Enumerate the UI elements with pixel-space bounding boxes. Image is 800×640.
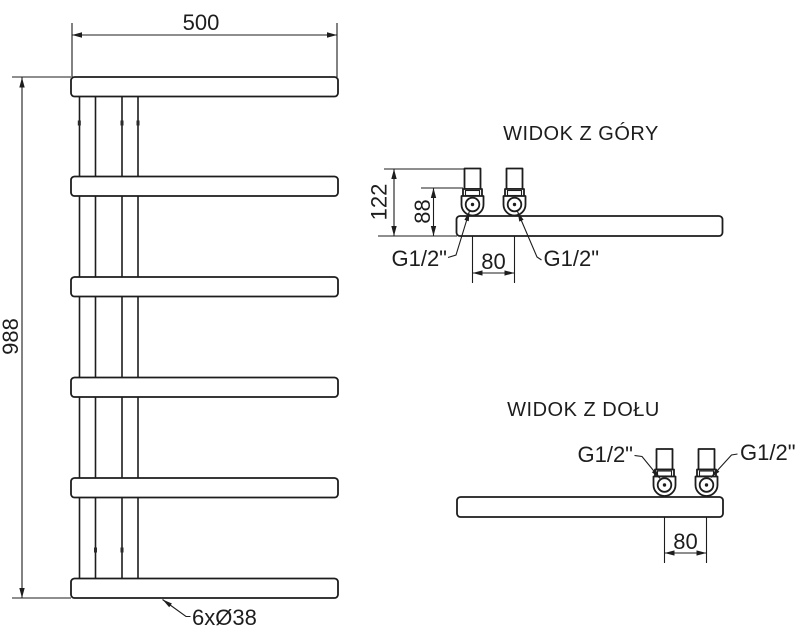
dim-arrow bbox=[430, 188, 437, 198]
tube-spec-callout: 6xØ38 bbox=[162, 599, 257, 630]
weld-tick bbox=[120, 547, 124, 553]
leader-line bbox=[710, 453, 738, 478]
dim-arrow bbox=[696, 550, 707, 556]
thread-label-left: G1/2" bbox=[391, 246, 447, 271]
towel-bar-5 bbox=[70, 477, 339, 499]
towel-bar-1 bbox=[70, 76, 339, 98]
spacing-dim-label: 80 bbox=[673, 529, 697, 554]
top-view: WIDOK Z GÓRY bbox=[367, 122, 724, 283]
towel-bar-4 bbox=[70, 376, 339, 398]
front-view: 500 988 6xØ38 bbox=[0, 10, 339, 630]
leader-line bbox=[516, 211, 542, 261]
leader-arrow bbox=[464, 211, 470, 222]
valve-connection bbox=[502, 167, 527, 217]
towel-bar-6 bbox=[70, 577, 339, 599]
dim-arrow bbox=[430, 226, 437, 236]
thread-callout-right: G1/2" bbox=[710, 440, 796, 478]
pipe-depth-dim-label: 88 bbox=[410, 199, 435, 223]
weld-tick bbox=[136, 120, 140, 126]
top-view-title: WIDOK Z GÓRY bbox=[503, 122, 659, 145]
thread-label-right: G1/2" bbox=[740, 440, 796, 465]
dim-arrow bbox=[664, 550, 675, 556]
valve-stem bbox=[697, 448, 716, 471]
dim-arrow bbox=[327, 32, 337, 38]
height-dim-label: 988 bbox=[0, 318, 23, 355]
valve-port-center bbox=[470, 202, 475, 207]
depth-dimension: 122 bbox=[367, 168, 465, 237]
depth-dim-label: 122 bbox=[367, 184, 392, 221]
thread-label-left: G1/2" bbox=[577, 442, 633, 467]
tube-spec-label: 6xØ38 bbox=[192, 605, 257, 630]
dim-arrow bbox=[391, 226, 397, 236]
weld-tick bbox=[120, 120, 124, 126]
thread-callout-right: G1/2" bbox=[516, 211, 600, 271]
valve-port-center bbox=[662, 483, 667, 487]
thread-callout-left: G1/2" bbox=[577, 442, 661, 479]
valve-connection bbox=[652, 448, 677, 497]
weld-tick bbox=[77, 120, 81, 126]
bottom-view-bar bbox=[456, 496, 724, 518]
bottom-view: WIDOK Z DOŁU 80 bbox=[456, 399, 796, 563]
dim-arrow bbox=[72, 32, 82, 38]
pipe-depth-dimension: 88 bbox=[410, 187, 463, 236]
leader-arrow bbox=[517, 211, 524, 222]
valve-stem bbox=[505, 167, 524, 190]
valve-connection bbox=[460, 167, 485, 217]
dim-arrow bbox=[19, 77, 25, 88]
top-view-bar bbox=[455, 215, 724, 237]
bottom-view-title: WIDOK Z DOŁU bbox=[507, 399, 660, 421]
valve-connection bbox=[694, 448, 719, 497]
spacing-dimension: 80 bbox=[472, 249, 515, 276]
dim-arrow bbox=[391, 169, 397, 179]
valve-port-center bbox=[512, 202, 517, 207]
thread-callout-left: G1/2" bbox=[391, 210, 471, 271]
dim-arrow bbox=[504, 270, 515, 276]
weld-tick bbox=[94, 547, 97, 553]
valve-stem bbox=[655, 448, 674, 471]
height-dimension: 988 bbox=[0, 76, 71, 599]
leader-arrow bbox=[162, 599, 172, 608]
width-dim-label: 500 bbox=[183, 10, 220, 35]
valve-stem bbox=[463, 167, 482, 190]
leader-line bbox=[447, 210, 471, 259]
leader-arrow bbox=[711, 468, 720, 478]
dim-arrow bbox=[472, 270, 483, 276]
valve-port-center bbox=[704, 483, 709, 487]
spacing-dimension: 80 bbox=[664, 529, 707, 556]
towel-bar-3 bbox=[70, 276, 339, 298]
dim-arrow bbox=[19, 588, 25, 598]
towel-bar-2 bbox=[70, 175, 339, 197]
spacing-dim-label: 80 bbox=[481, 249, 505, 274]
thread-label-right: G1/2" bbox=[544, 246, 600, 271]
leader-arrow bbox=[651, 469, 660, 479]
width-dimension: 500 bbox=[71, 10, 338, 77]
